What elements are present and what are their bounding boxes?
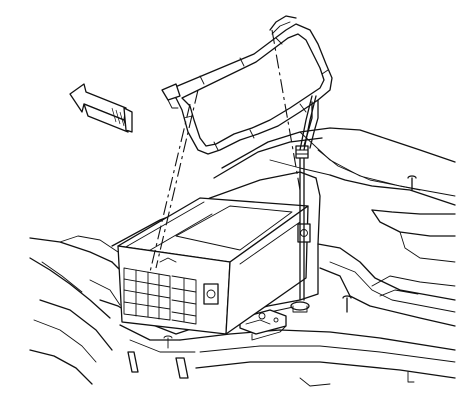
battery-terminal-front [203, 283, 219, 305]
battery [117, 197, 311, 335]
floor-panel [29, 127, 456, 387]
arrow-forward-icon [69, 83, 133, 133]
hold-down-retainer-frame [161, 15, 333, 155]
battery-front-grid [123, 267, 197, 325]
alignment-leaders [149, 29, 301, 273]
